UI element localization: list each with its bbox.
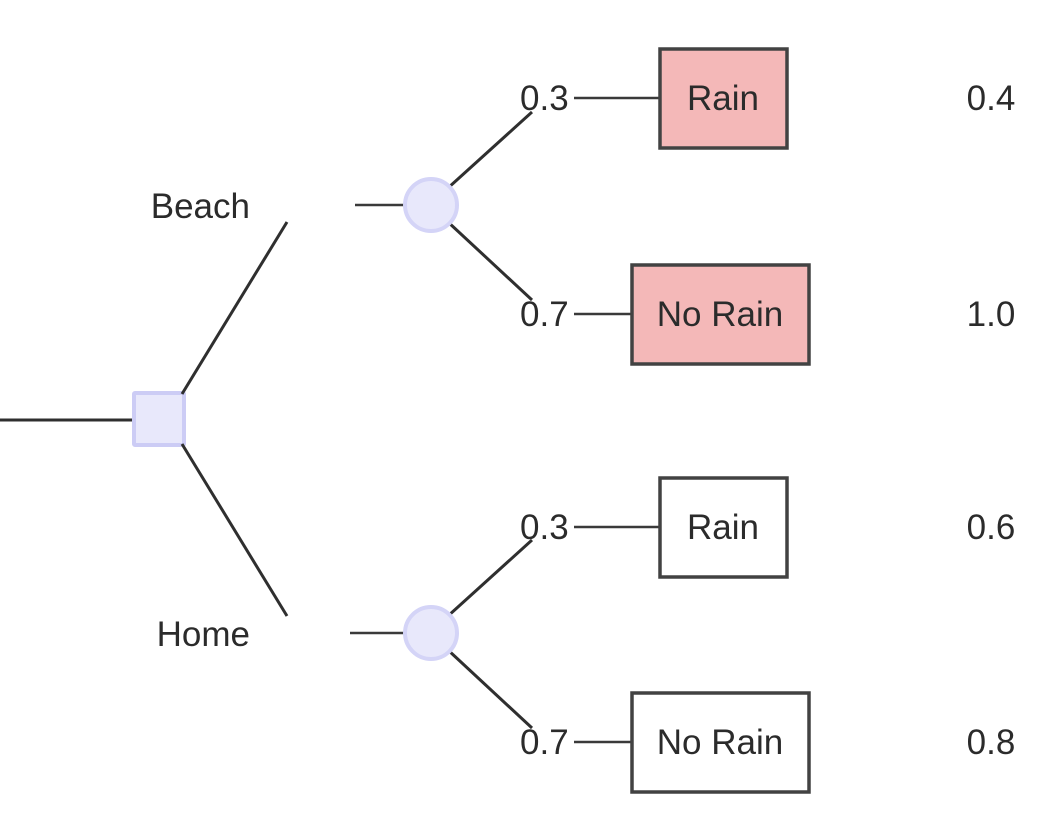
probability-label-beach-rain: 0.3 (520, 79, 569, 118)
outcome-label-beach-norain: No Rain (657, 295, 783, 334)
payoff-beach-rain: 0.4 (967, 79, 1016, 118)
payoff-home-norain: 0.8 (967, 723, 1016, 762)
branch-line-home (180, 443, 289, 617)
outcome-label-home-rain: Rain (687, 508, 759, 547)
chance-node-beach[interactable] (403, 177, 459, 233)
outcome-box-home-norain[interactable] (630, 691, 811, 794)
outcome-box-beach-rain[interactable] (658, 47, 789, 150)
outcome-box-beach-norain[interactable] (630, 263, 811, 366)
chance-edge-home-rain (446, 538, 534, 618)
outcome-label-home-norain: No Rain (657, 723, 783, 762)
probability-label-beach-norain: 0.7 (520, 295, 569, 334)
probability-label-home-norain: 0.7 (520, 723, 569, 762)
branch-label-beach: Beach (151, 187, 250, 226)
branch-line-beach (180, 221, 289, 395)
chance-edge-beach-rain (446, 110, 534, 190)
root-decision-node[interactable] (132, 391, 186, 447)
probability-label-home-rain: 0.3 (520, 508, 569, 547)
payoff-beach-norain: 1.0 (967, 295, 1016, 334)
chance-edge-home-norain (446, 648, 534, 730)
outcome-box-home-rain[interactable] (658, 476, 789, 579)
branch-label-home: Home (157, 615, 250, 654)
payoff-home-rain: 0.6 (967, 508, 1016, 547)
chance-edge-beach-norain (446, 220, 534, 302)
outcome-label-beach-rain: Rain (687, 79, 759, 118)
chance-node-home[interactable] (403, 605, 459, 661)
